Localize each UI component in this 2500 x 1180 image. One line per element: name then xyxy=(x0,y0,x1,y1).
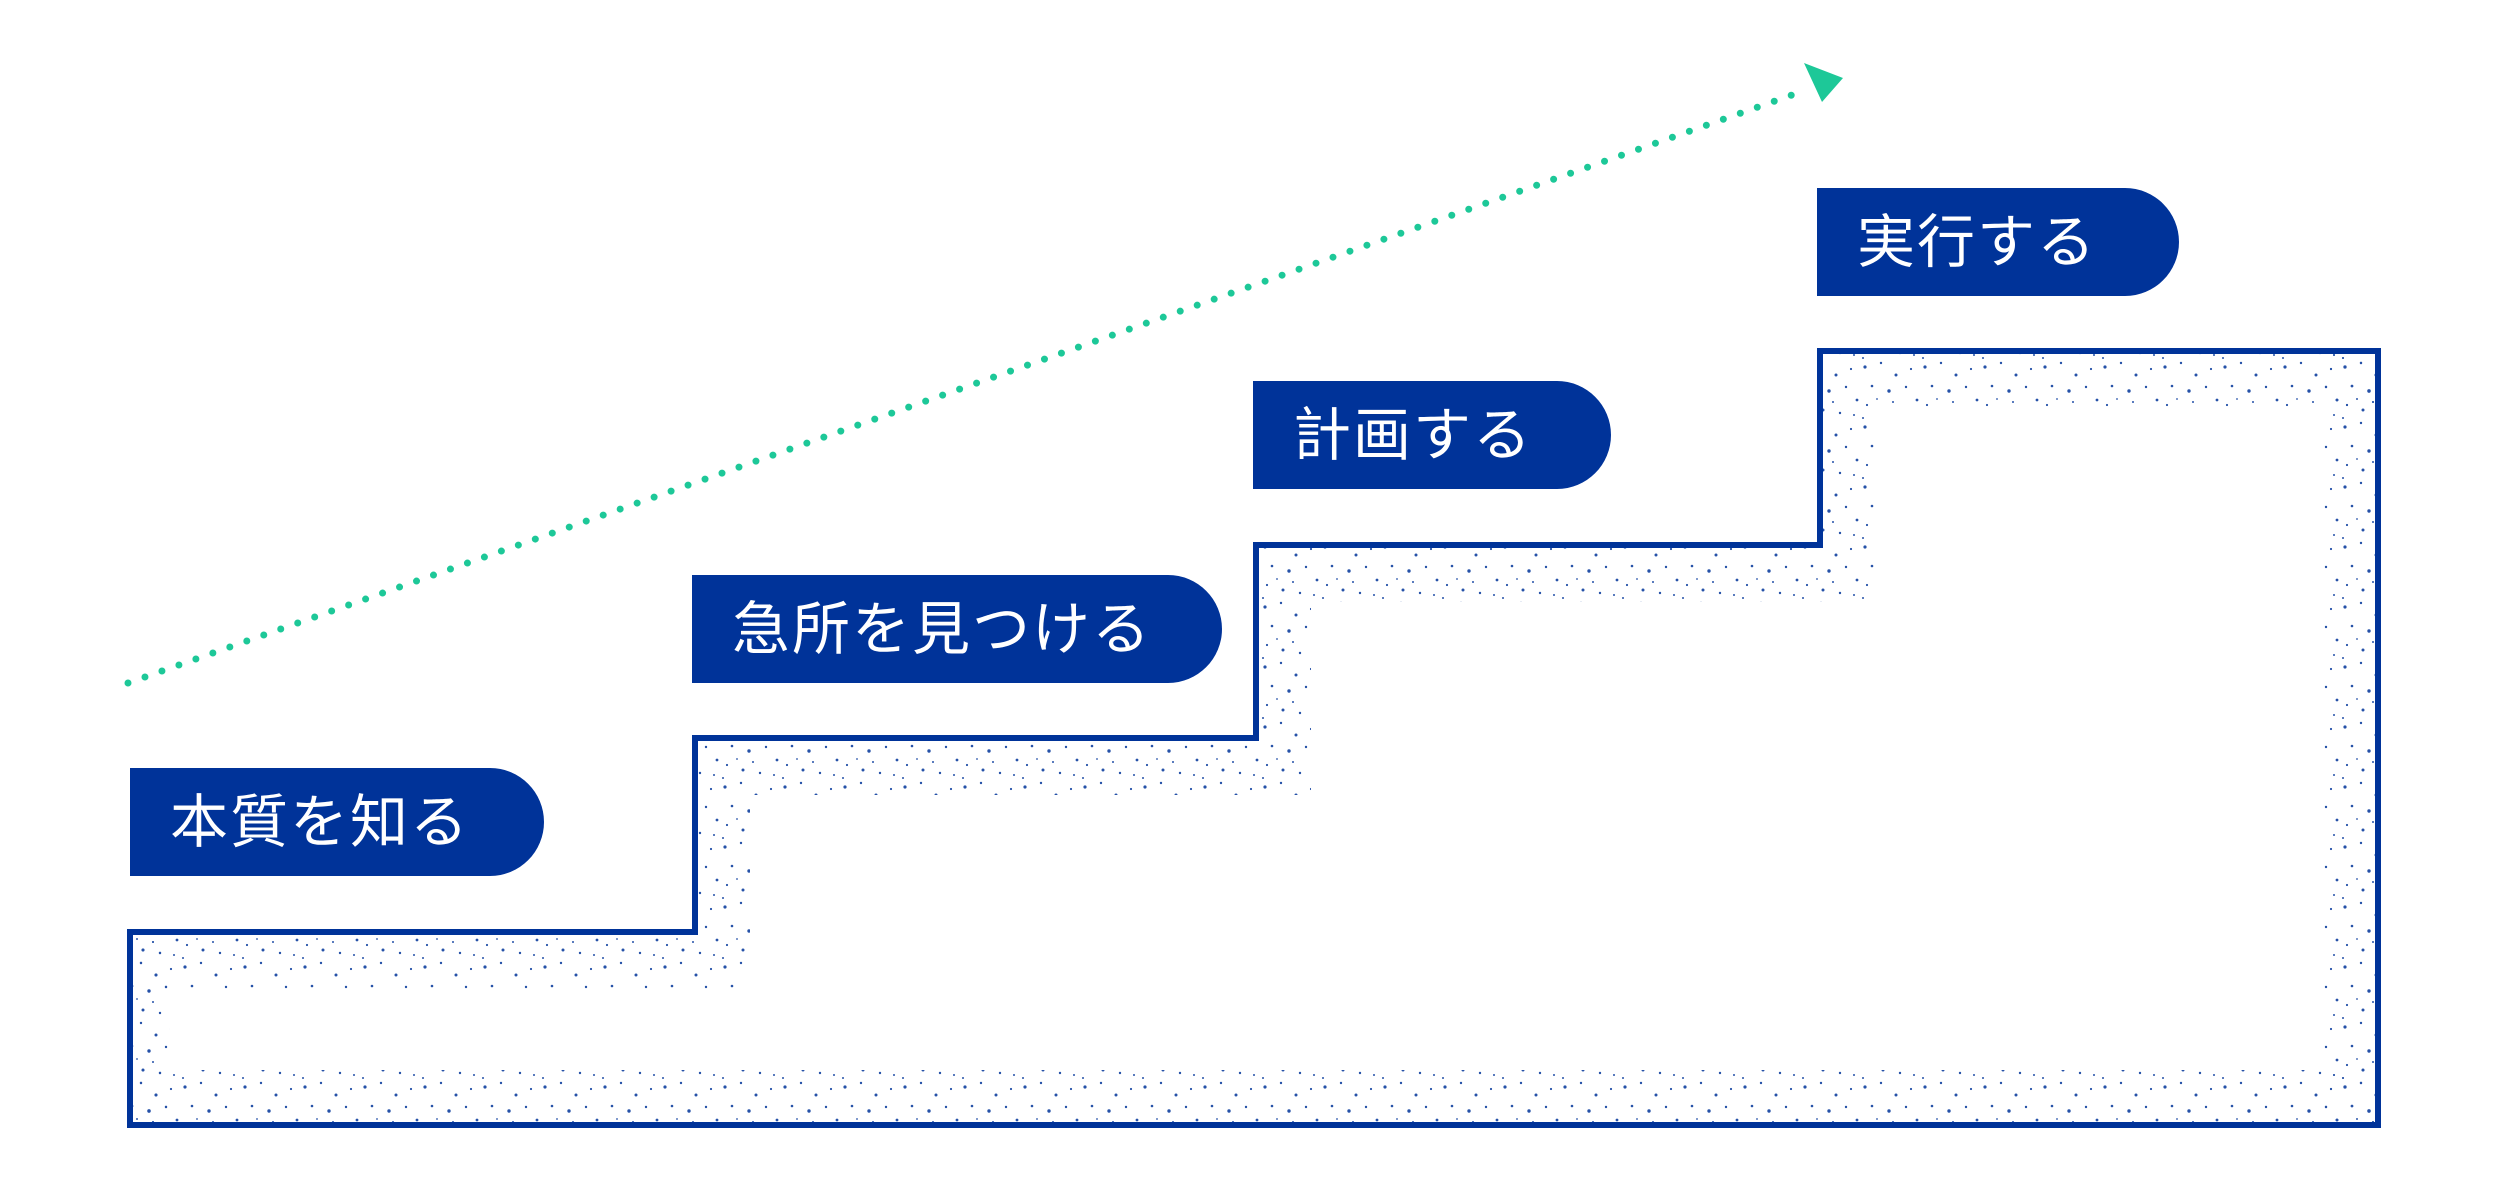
growth-arrow-line xyxy=(124,91,1796,687)
staircase-outline xyxy=(127,348,2381,1128)
step-label-4: 実行する xyxy=(1817,188,2179,296)
speckle-bands xyxy=(130,353,2378,1125)
step-label-2: 急所を見つける xyxy=(692,575,1222,683)
step-label-1: 本質を知る xyxy=(130,768,544,876)
step-label-3: 計画する xyxy=(1253,381,1611,489)
speckle-band-right xyxy=(2323,353,2378,1125)
speckle-band-bottom xyxy=(130,1070,2378,1125)
arrow-head-icon xyxy=(1804,63,1843,102)
speckle-band-left xyxy=(130,934,170,1125)
